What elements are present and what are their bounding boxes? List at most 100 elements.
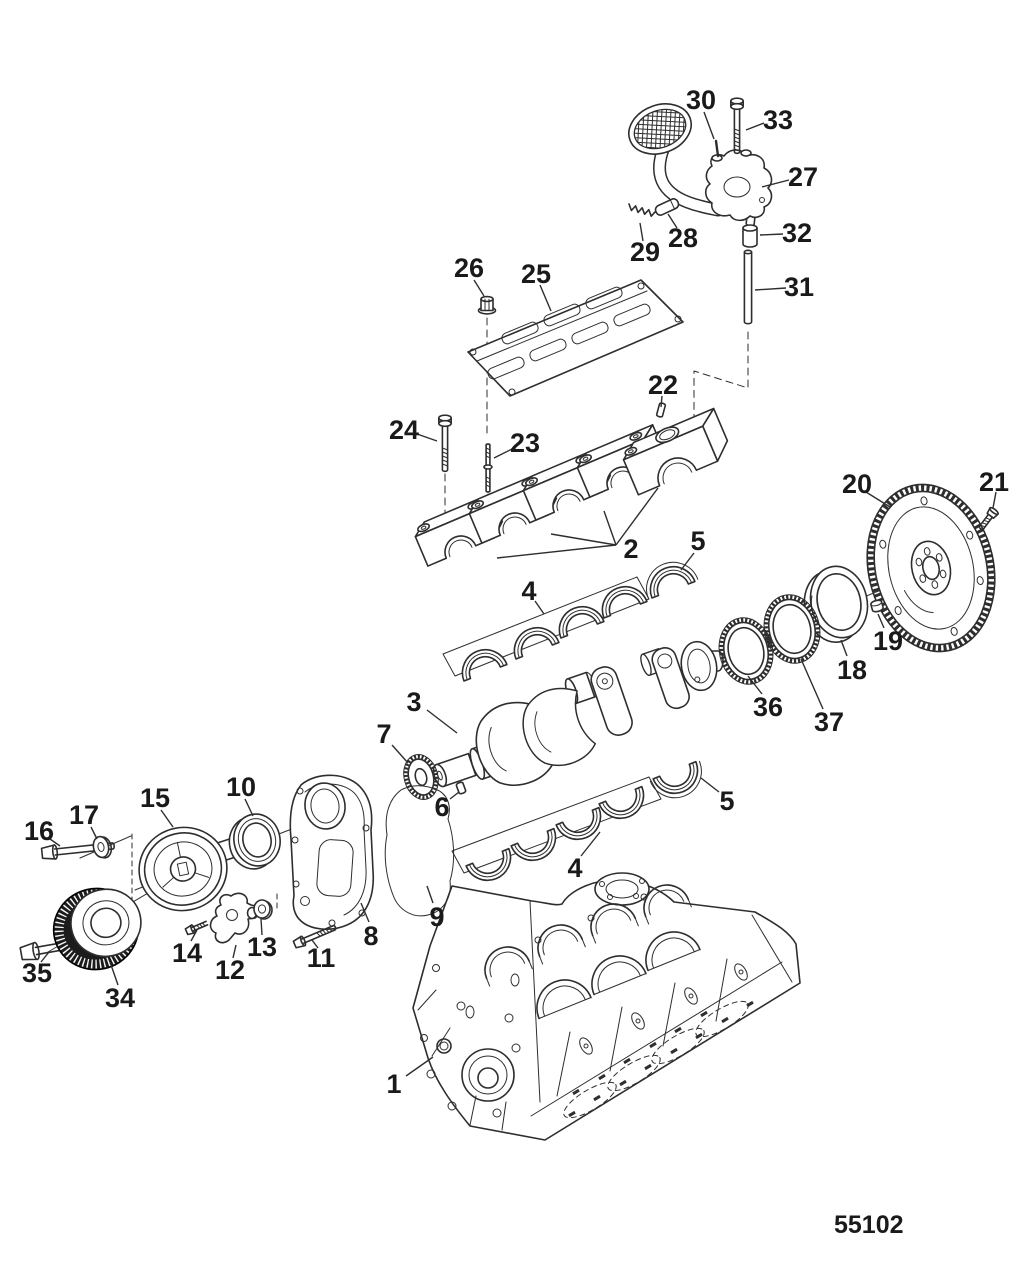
callout-label-11: 11 xyxy=(307,943,336,973)
cover-bolt-11 xyxy=(292,924,337,949)
callout-label-7: 7 xyxy=(376,719,391,749)
leader-line-5 xyxy=(680,552,695,571)
leader-line-32 xyxy=(759,233,784,236)
callout-label-9: 9 xyxy=(429,902,444,932)
head-bolt-holes xyxy=(568,1000,754,1118)
callout-label-10: 10 xyxy=(226,772,256,802)
callout-label-19: 19 xyxy=(873,626,903,656)
cover-gasket xyxy=(384,785,455,917)
pump-mount-pin-30 xyxy=(714,139,720,158)
callout-label-33: 33 xyxy=(763,105,793,135)
callout-label-5: 5 xyxy=(719,786,734,816)
leader-line-30 xyxy=(703,111,715,140)
callout-label-30: 30 xyxy=(686,85,716,115)
leader-line-17 xyxy=(90,826,98,840)
assembly-dashed-lines xyxy=(131,317,749,913)
leader-line-24 xyxy=(416,433,438,442)
oil-pickup-screen xyxy=(628,103,692,155)
leader-line-2 xyxy=(603,510,617,546)
callout-label-34: 34 xyxy=(105,983,135,1013)
thrust-bearing-upper xyxy=(639,555,698,600)
callout-label-31: 31 xyxy=(784,272,814,302)
cap-bolt-24 xyxy=(438,414,452,473)
callout-label-8: 8 xyxy=(363,921,378,951)
crank-flange xyxy=(680,640,718,692)
leader-line-4 xyxy=(534,600,545,615)
flywheel xyxy=(866,483,996,653)
cap-stud-23 xyxy=(483,443,493,493)
leader-line-26 xyxy=(473,279,485,297)
leader-line-13 xyxy=(260,918,263,936)
callout-label-27: 27 xyxy=(788,162,818,192)
callout-label-12: 12 xyxy=(215,955,245,985)
upper-main-bearing-set xyxy=(442,555,698,682)
balancer-washer-17 xyxy=(92,835,113,859)
leader-line-35 xyxy=(40,951,50,963)
leader-line-5 xyxy=(700,777,720,793)
leader-line-21 xyxy=(992,491,997,509)
callout-label-24: 24 xyxy=(389,415,419,445)
callout-label-21: 21 xyxy=(979,467,1009,497)
callout-label-5: 5 xyxy=(690,526,705,556)
leader-line-27 xyxy=(761,179,790,188)
leader-line-22 xyxy=(660,395,663,408)
block-front-face xyxy=(417,964,521,1131)
pump-driveshaft-31 xyxy=(743,249,753,325)
oil-pump-body xyxy=(704,149,773,227)
callout-label-3: 3 xyxy=(406,687,421,717)
leader-line-37 xyxy=(800,658,824,710)
callout-label-4: 4 xyxy=(567,853,582,883)
leader-line-6 xyxy=(449,791,460,800)
callout-label-14: 14 xyxy=(172,938,202,968)
pump-bolt-33 xyxy=(730,97,744,155)
leader-line-2 xyxy=(615,487,659,546)
crank-key xyxy=(455,781,467,795)
leader-line-19 xyxy=(877,613,885,629)
callout-label-29: 29 xyxy=(630,237,660,267)
flywheel-bolt-21 xyxy=(978,506,999,531)
head-deck-surface xyxy=(530,961,783,1119)
leader-line-36 xyxy=(747,675,763,695)
callout-label-4: 4 xyxy=(521,576,536,606)
callout-label-32: 32 xyxy=(782,218,812,248)
crank-pulley xyxy=(52,887,142,971)
callout-label-6: 6 xyxy=(434,792,449,822)
flange-nut-26 xyxy=(477,295,497,315)
leader-line-14 xyxy=(190,929,198,942)
dowel-pin-19 xyxy=(870,599,884,613)
sensor-bracket-12 xyxy=(209,892,260,944)
callout-label-1: 1 xyxy=(386,1069,401,1099)
leader-line-3 xyxy=(426,709,458,734)
callout-label-36: 36 xyxy=(753,692,783,722)
callout-label-25: 25 xyxy=(521,259,551,289)
thrust-bearing-lower xyxy=(650,760,709,805)
leader-line-29 xyxy=(639,222,644,242)
callout-label-28: 28 xyxy=(668,223,698,253)
windage-tray xyxy=(467,279,684,397)
crank-counterweight xyxy=(522,687,597,766)
leader-line-34 xyxy=(109,961,119,986)
crank-web xyxy=(651,647,690,710)
leader-line-18 xyxy=(840,639,848,657)
leader-line-12 xyxy=(232,944,237,959)
callout-label-15: 15 xyxy=(140,783,170,813)
leader-line-8 xyxy=(360,902,370,923)
callout-label-26: 26 xyxy=(454,253,484,283)
leader-line-28 xyxy=(667,213,678,229)
leader-line-16 xyxy=(49,838,61,847)
leader-line-31 xyxy=(754,287,787,291)
leader-line-2 xyxy=(550,533,617,546)
main-bearing-saddles xyxy=(484,884,692,987)
leader-line-25 xyxy=(539,284,552,312)
leader-line-33 xyxy=(745,122,765,131)
callout-label-18: 18 xyxy=(837,655,867,685)
leader-line-2 xyxy=(496,544,617,559)
reluctor-ring-37 xyxy=(763,594,821,664)
rear-main-boss xyxy=(594,872,650,906)
main-bearing-caps xyxy=(410,402,729,567)
cylinder-block xyxy=(412,872,801,1141)
drawing-number: 55102 xyxy=(834,1211,904,1239)
